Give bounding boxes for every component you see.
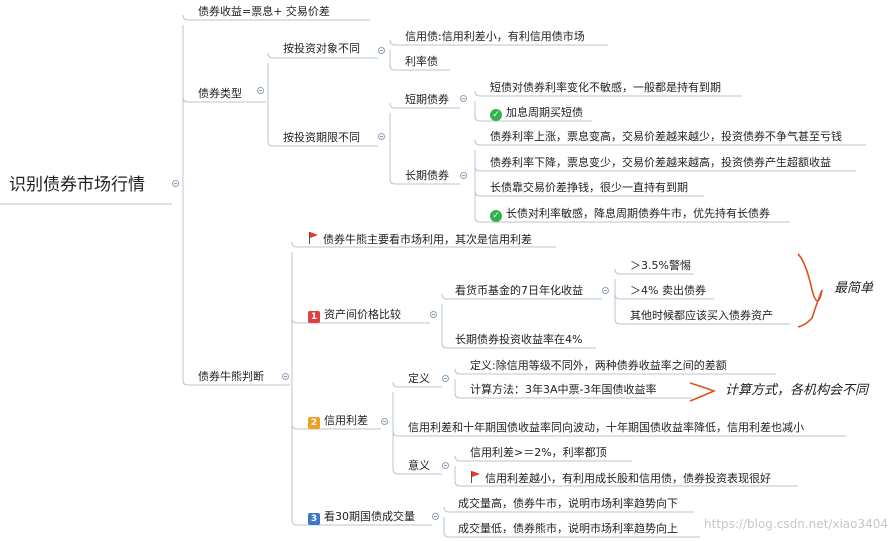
topic-vol-b[interactable]: 成交量低，债券熊市，说明市场利率趋势向上 — [458, 522, 678, 535]
collapse-toggle-b2[interactable] — [381, 418, 388, 425]
topic-bull-bear-judge[interactable]: 债券牛熊判断 — [198, 370, 264, 383]
topic-by-term[interactable]: 按投资期限不同 — [283, 131, 360, 144]
connector-line — [291, 519, 432, 526]
check-icon: ✓ — [490, 109, 502, 121]
topic-short-b[interactable]: ✓加息周期买短债 — [490, 106, 583, 121]
red-flag-icon — [308, 232, 319, 244]
note-calc-method[interactable]: 计算方式，各机构会不同 — [725, 383, 869, 398]
connector-line — [474, 190, 704, 197]
collapse-toggle-types[interactable] — [257, 87, 264, 94]
watermark: https://blog.csdn.net/xiao3404 — [704, 517, 888, 531]
priority-3-badge: 3 — [308, 513, 320, 525]
topic-short-bond[interactable]: 短期债券 — [405, 93, 449, 106]
collapse-toggle-def[interactable] — [442, 375, 449, 382]
connector-line — [267, 140, 378, 147]
collapse-toggle-long[interactable] — [460, 172, 467, 179]
topic-rate-bond[interactable]: 利率债 — [405, 55, 438, 68]
topic-def-b[interactable]: 计算方法：3年3A中票-3年国债收益率 — [470, 383, 657, 396]
topic-long-d[interactable]: ✓长债对利率敏感，降息周期债券牛市，优先持有长债券 — [490, 207, 770, 222]
connector-line — [389, 39, 608, 46]
connector-line — [454, 455, 632, 462]
connector-line — [389, 102, 460, 109]
connector-line — [454, 368, 776, 375]
topic-definition[interactable]: 定义 — [408, 372, 430, 385]
topic-def-a[interactable]: 定义:除信用等级不同外，两种债券收益率之间的差额 — [470, 359, 727, 372]
topic-bond-types[interactable]: 债券类型 — [198, 87, 242, 100]
priority-1-badge: 1 — [308, 311, 320, 323]
topic-mmf-yield[interactable]: 看货币基金的7日年化收益 — [455, 284, 583, 297]
priority-2-badge: 2 — [308, 417, 320, 429]
connector-line — [441, 342, 596, 349]
topic-short-a[interactable]: 短债对债券利率变化不敏感，一般都是持有到期 — [490, 81, 721, 94]
connector-line — [614, 268, 694, 275]
connector-line — [474, 90, 742, 97]
connector-line — [291, 317, 430, 324]
connector-line — [474, 165, 856, 172]
connector-line — [441, 293, 602, 300]
topic-meaning[interactable]: 意义 — [408, 459, 430, 472]
collapse-toggle-by-target[interactable] — [378, 47, 385, 54]
brace-calc-method — [689, 382, 717, 402]
connector-line — [291, 241, 556, 248]
topic-long-b[interactable]: 债券利率下降，票息变少，交易价差越来越高，投资债券产生超额收益 — [490, 156, 831, 169]
topic-judge-main[interactable]: 债券牛熊主要看市场利用，其次是信用利差 — [308, 232, 532, 247]
collapse-toggle-b1[interactable] — [430, 311, 437, 318]
connector-line — [392, 430, 846, 437]
connector-line — [474, 139, 866, 146]
collapse-toggle-by-term[interactable] — [378, 133, 385, 140]
topic-by-target[interactable]: 按投资对象不同 — [283, 42, 360, 55]
topic-long-a[interactable]: 债券利率上涨，票息变高，交易价差越来越少，投资债券不争气甚至亏钱 — [490, 130, 842, 143]
check-icon: ✓ — [490, 210, 502, 222]
connector-line — [392, 468, 442, 475]
collapse-toggle-mmf[interactable] — [602, 287, 609, 294]
collapse-toggle-short[interactable] — [460, 95, 467, 102]
topic-long-bond[interactable]: 长期债券 — [405, 169, 449, 182]
topic-mean-a[interactable]: 信用利差>＝2%，利率都顶 — [470, 446, 607, 459]
topic-mmf-c[interactable]: 其他时候都应该买入债券资产 — [630, 309, 773, 322]
connector-line — [443, 506, 694, 513]
connector-line — [392, 381, 442, 388]
collapse-toggle-root[interactable] — [172, 180, 179, 187]
topic-long-term-yield[interactable]: 长期债券投资收益率在4% — [455, 333, 583, 346]
connector-line — [474, 115, 592, 122]
connector-line — [614, 293, 714, 300]
topic-co-movement[interactable]: 信用利差和十年期国债收益率同向波动，十年期国债收益率降低，信用利差也减小 — [408, 421, 804, 434]
connector-line — [614, 318, 790, 325]
connector-line — [454, 392, 692, 399]
root-topic[interactable]: 识别债券市场行情 — [9, 175, 145, 195]
connector-line — [454, 480, 798, 487]
brace-easiest — [797, 253, 823, 328]
connector-line — [389, 64, 450, 71]
connector-line — [182, 96, 266, 103]
topic-mmf-b[interactable]: ＞4% 卖出债券 — [630, 284, 706, 297]
topic-bond-income[interactable]: 债券收益=票息+ 交易价差 — [198, 5, 330, 18]
red-flag-icon — [470, 471, 481, 483]
topic-mean-b[interactable]: 信用利差越小，有利用成长股和信用债，债券投资表现很好 — [470, 471, 771, 486]
topic-long-c[interactable]: 长债靠交易价差挣钱，很少一直持有到期 — [490, 181, 688, 194]
topic-credit-bond[interactable]: 信用债:信用利差小，有利信用债市场 — [405, 30, 585, 43]
topic-mmf-a[interactable]: ＞3.5%警惕 — [630, 259, 691, 272]
connector-line — [182, 14, 370, 21]
topic-vol-a[interactable]: 成交量高，债券牛市，说明市场利率趋势向下 — [458, 497, 678, 510]
connector-line — [474, 216, 790, 223]
connector-line — [291, 423, 381, 430]
note-easiest[interactable]: 最简单 — [834, 281, 874, 296]
connector-line — [389, 178, 460, 185]
collapse-toggle-meaning[interactable] — [442, 462, 449, 469]
collapse-toggle-judge[interactable] — [282, 373, 289, 380]
collapse-toggle-b3[interactable] — [432, 513, 439, 520]
connector-line — [182, 379, 290, 386]
connector-line — [267, 52, 378, 59]
connector-line — [443, 531, 700, 538]
